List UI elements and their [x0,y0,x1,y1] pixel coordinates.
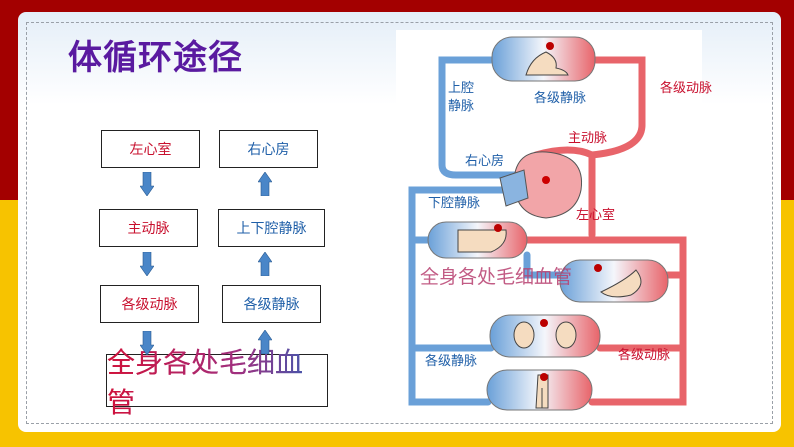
flow-box-vena-cava: 上下腔静脉 [218,209,325,247]
arrow-up-icon [258,330,272,354]
flow-box-arteries: 各级动脉 [100,285,199,323]
heart-icon [513,151,583,219]
circulation-diagram: 上腔 静脉 各级静脉 各级动脉 主动脉 右心房 下腔静脉 左心室 全身各处毛细血… [396,30,712,420]
arrow-down-icon [140,172,154,196]
flow-box-left-ventricle: 左心室 [101,130,200,168]
label-left-ventricle: 左心室 [576,208,616,223]
arrow-up-icon [258,172,272,196]
flow-box-aorta: 主动脉 [99,209,198,247]
arrow-down-icon [140,331,154,355]
dashed-frame [26,22,773,424]
label-veins-top: 各级静脉 [534,91,587,106]
flow-box-right-atrium: 右心房 [219,130,318,168]
head-organ-icon [525,51,569,76]
inferior-vena-cava [408,186,520,406]
capillary-bed-stomach [559,259,669,303]
liver-organ-icon [457,229,507,253]
capillaries-text: 全身各处毛细血管 [107,341,327,421]
label-inferior-vena-cava: 下腔静脉 [428,196,481,211]
label-aorta: 主动脉 [568,131,608,146]
label-arteries-bottom: 各级动脉 [618,348,671,363]
label-right-atrium: 右心房 [465,154,505,169]
flow-box-capillaries: 全身各处毛细血管 [106,346,328,419]
arrow-up-icon [258,252,272,276]
arteries-top [588,56,646,159]
flow-box-veins: 各级静脉 [222,285,321,323]
slide-title: 体循环途径 [68,38,243,78]
circulation-svg [408,36,687,411]
arteries-right [523,236,687,406]
label-veins-bottom: 各级静脉 [425,354,478,369]
kidney-organ-icon [513,321,535,349]
label-upper-vena-cava-2: 静脉 [448,99,475,114]
label-capillaries-overlay: 全身各处毛细血管 [420,266,573,288]
label-arteries-top: 各级动脉 [660,81,713,96]
arrow-down-icon [140,252,154,276]
legs-organ-icon [535,374,549,409]
stomach-organ-icon [600,269,642,298]
label-upper-vena-cava-1: 上腔 [448,81,475,96]
superior-vena-cava [438,56,520,179]
right-atrium-shape [499,169,529,207]
heart-dot-icon [542,176,550,184]
